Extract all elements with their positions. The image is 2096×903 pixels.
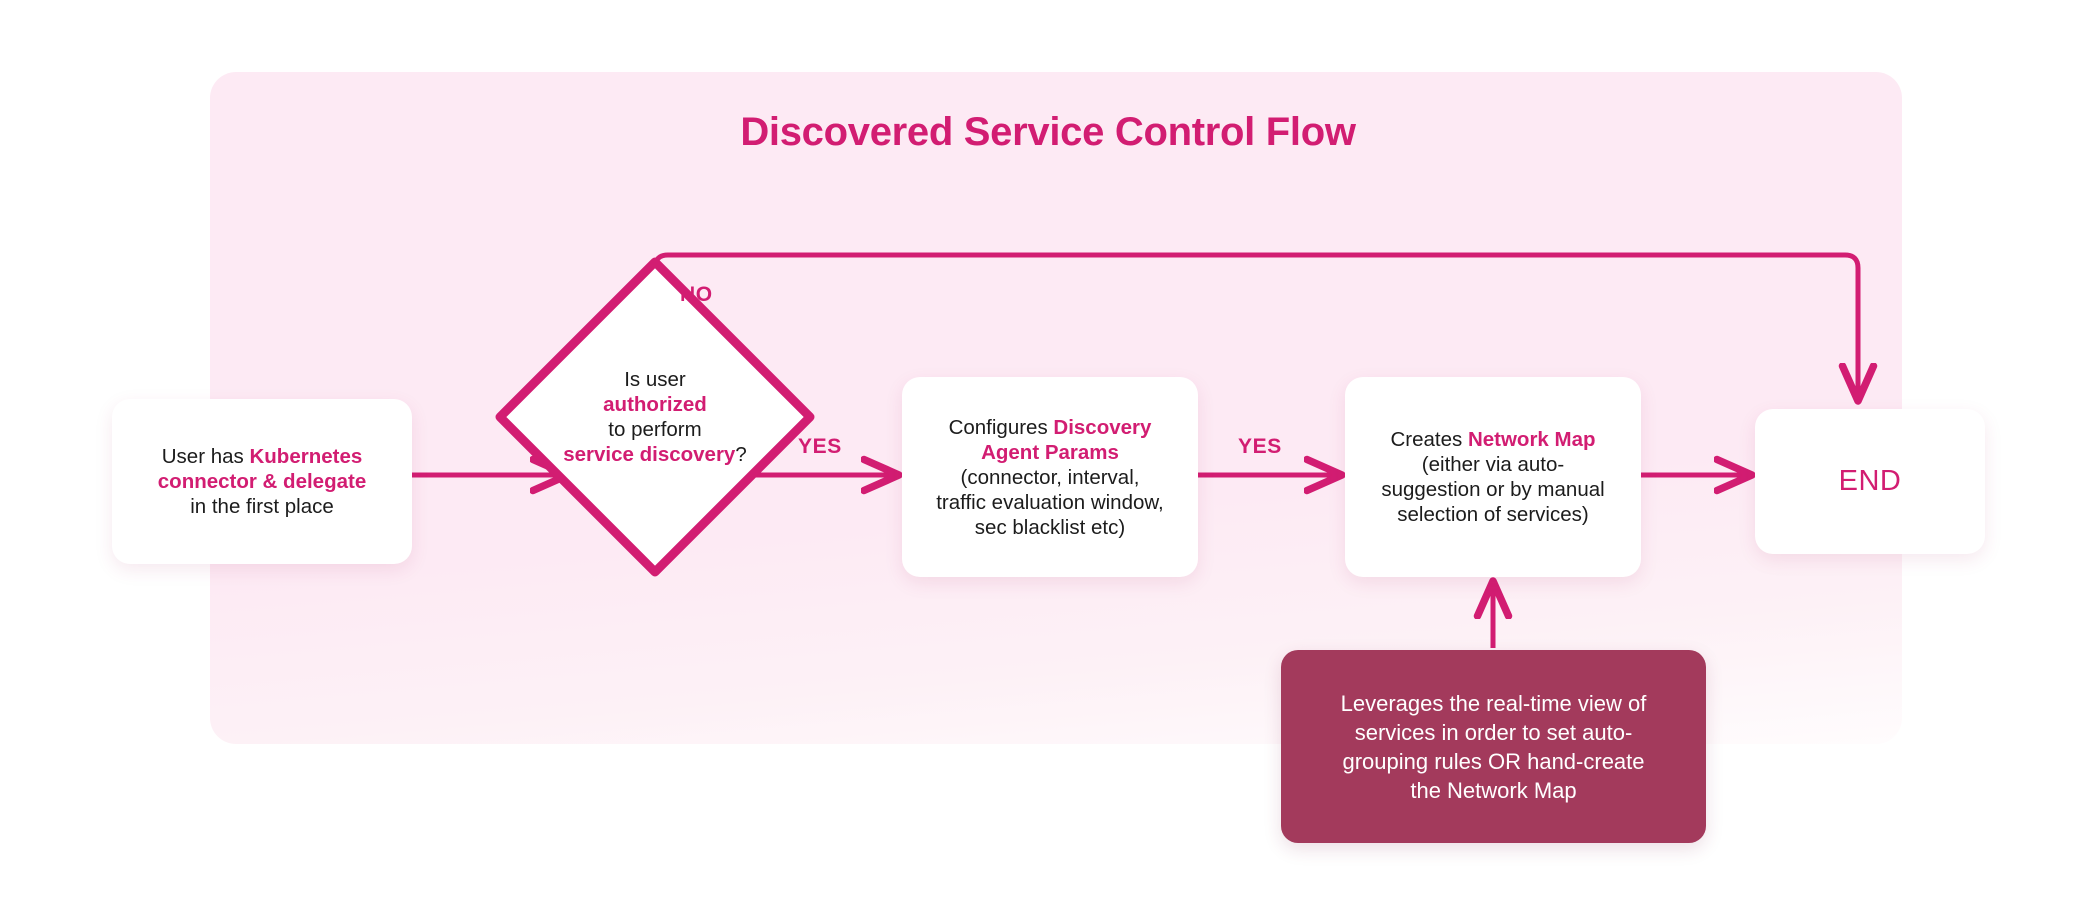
edge-label-yes-1: YES	[798, 435, 842, 458]
create-network-map-node[interactable]: Creates Network Map (either via auto- su…	[1345, 377, 1641, 577]
start-node[interactable]: User has Kubernetes connector & delegate…	[112, 399, 412, 564]
params-line1-highlight: Discovery	[1053, 415, 1152, 439]
start-line1-highlight: Kubernetes	[249, 445, 363, 468]
start-line1-plain: User has	[161, 445, 250, 468]
map-line3: suggestion or by manual	[1381, 478, 1605, 501]
note-box-text: Leverages the real-time view of services…	[1341, 689, 1647, 805]
note-line3: grouping rules OR hand-create	[1342, 748, 1645, 774]
start-node-text: User has Kubernetes connector & delegate…	[126, 444, 398, 519]
start-line2-highlight: connector & delegate	[157, 470, 367, 493]
decision-line2-highlight: authorized	[603, 393, 707, 416]
params-line3: (connector, interval,	[960, 465, 1140, 489]
note-line1: Leverages the real-time view of	[1340, 690, 1647, 716]
note-line4: the Network Map	[1410, 777, 1577, 803]
params-line5: sec blacklist etc)	[974, 515, 1126, 539]
map-line1-plain: Creates	[1390, 428, 1468, 451]
decision-node[interactable]: Is user authorized to perform service di…	[495, 257, 815, 577]
params-line2-highlight: Agent Params	[981, 440, 1119, 464]
map-line1-highlight: Network Map	[1467, 428, 1596, 451]
map-line4: selection of services)	[1397, 503, 1589, 526]
params-line4: traffic evaluation window,	[936, 490, 1164, 514]
note-line2: services in order to set auto-	[1354, 719, 1633, 745]
decision-line1: Is user	[624, 368, 686, 391]
decision-line3: to perform	[608, 418, 702, 441]
decision-line4-highlight: service discovery	[563, 443, 736, 466]
decision-line4-suffix: ?	[735, 443, 747, 466]
create-network-map-node-text: Creates Network Map (either via auto- su…	[1359, 427, 1627, 527]
edge-label-yes-2: YES	[1238, 435, 1282, 458]
configure-params-node[interactable]: Configures Discovery Agent Params (conne…	[902, 377, 1198, 577]
end-node-label: END	[1838, 465, 1902, 497]
end-node[interactable]: END	[1755, 409, 1985, 554]
start-line3: in the first place	[190, 495, 334, 518]
map-line2: (either via auto-	[1421, 453, 1565, 476]
params-line1-plain: Configures	[948, 415, 1054, 439]
diamond-shape	[495, 257, 815, 577]
edge-label-no: NO	[680, 283, 713, 306]
page-title: Discovered Service Control Flow	[740, 110, 1356, 154]
note-box[interactable]: Leverages the real-time view of services…	[1281, 650, 1706, 843]
configure-params-node-text: Configures Discovery Agent Params (conne…	[916, 415, 1184, 540]
decision-node-text: Is user authorized to perform service di…	[484, 246, 826, 588]
